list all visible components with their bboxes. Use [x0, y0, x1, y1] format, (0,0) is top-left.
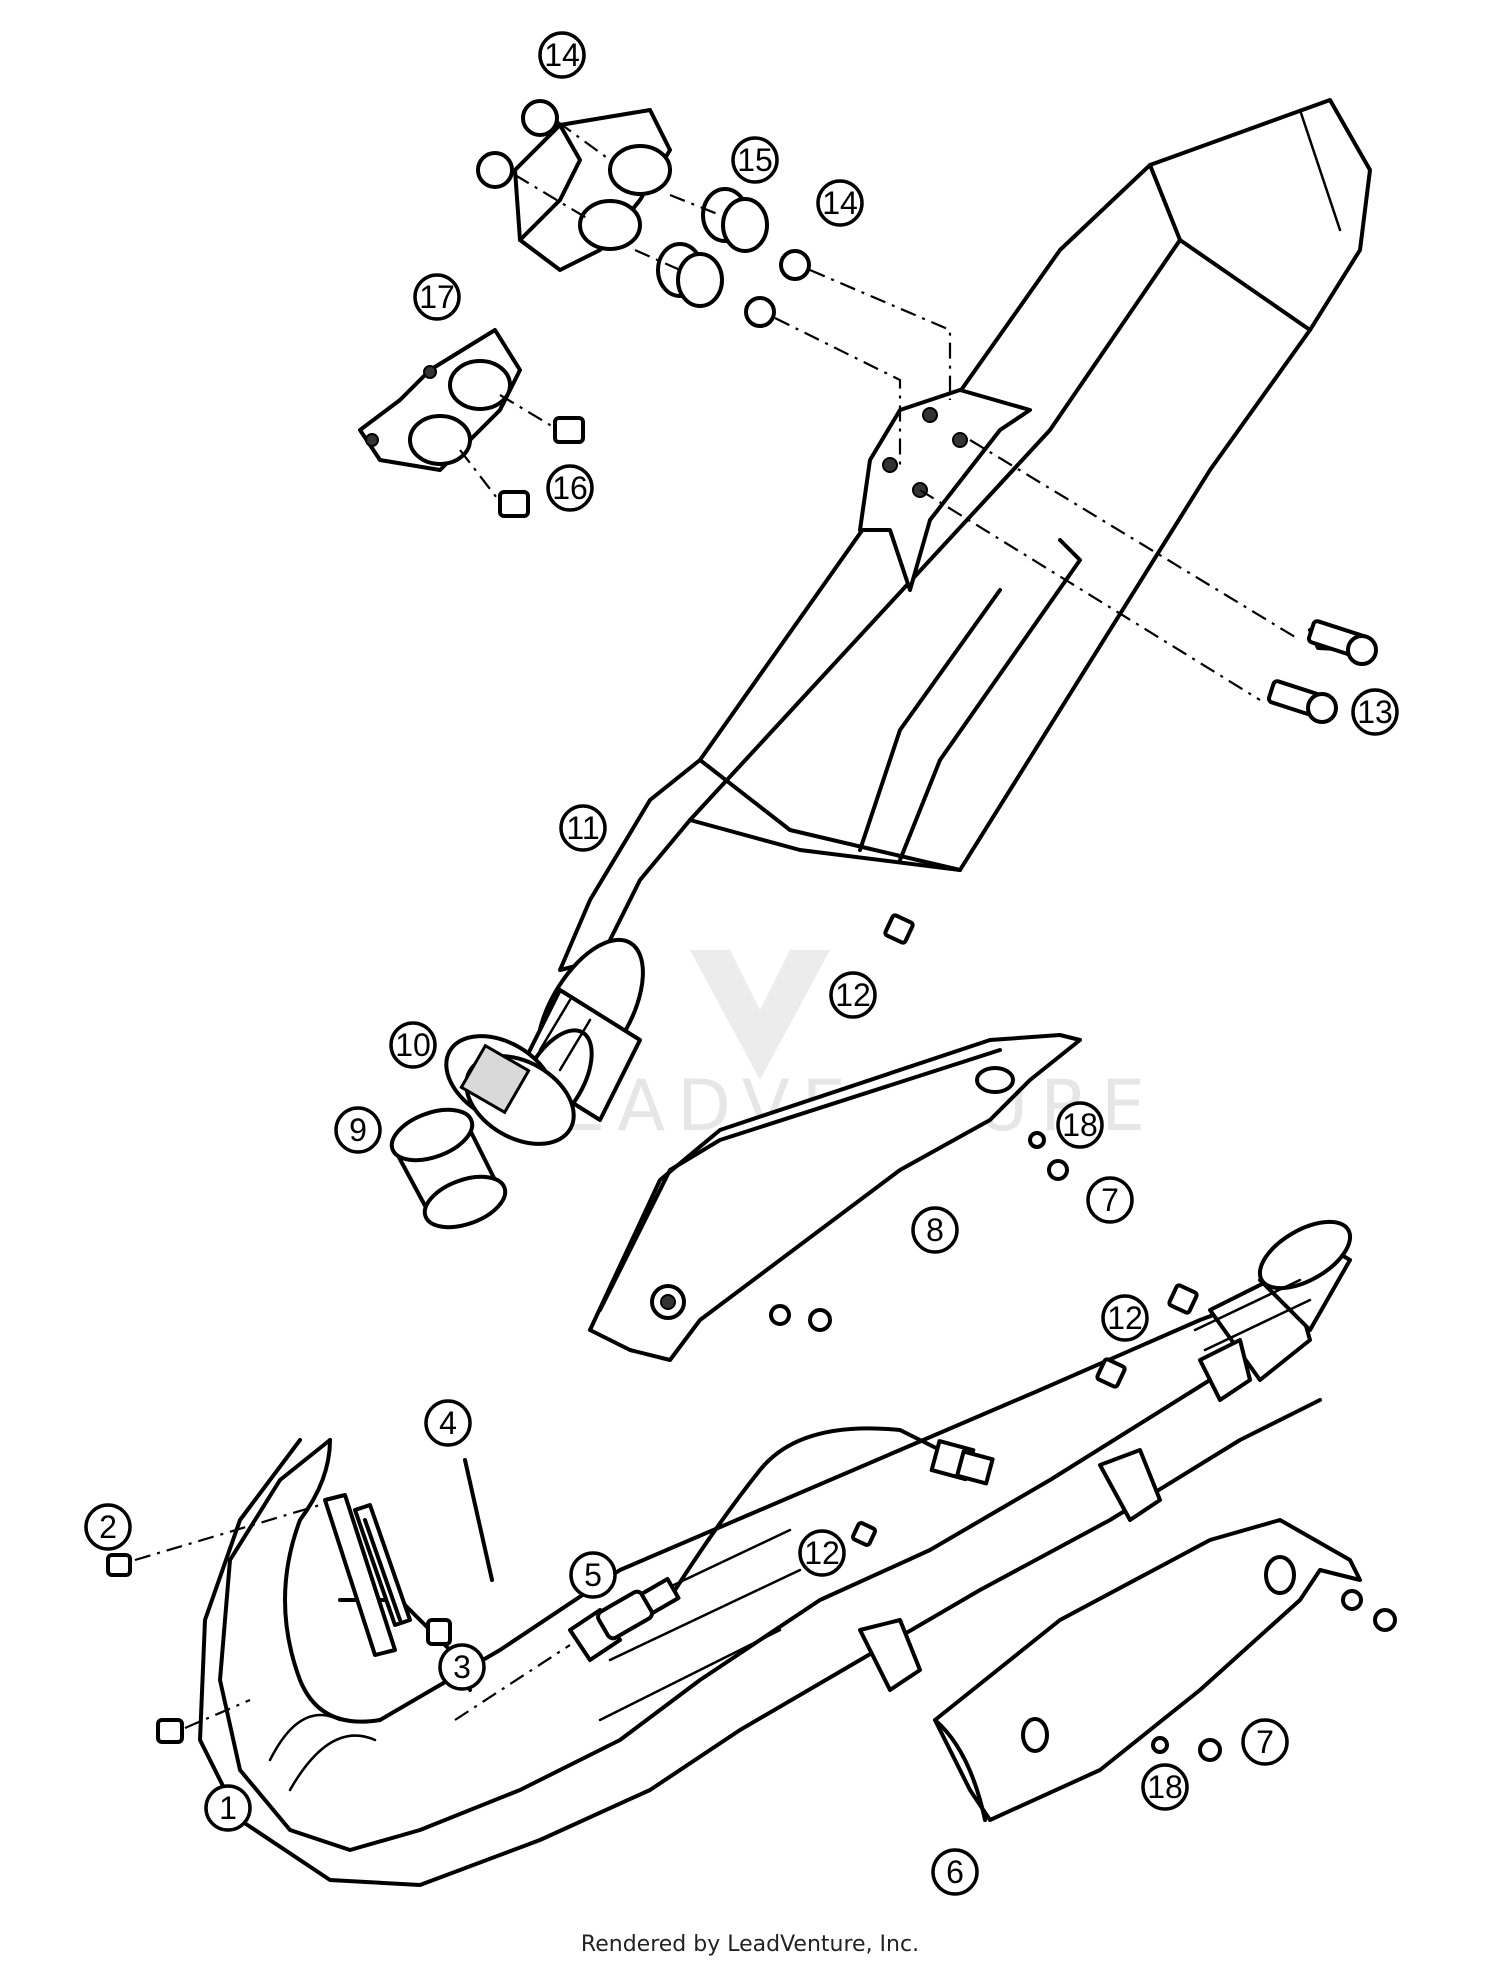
callout-7-lower: 7 [1241, 1718, 1289, 1766]
callout-10: 10 [389, 1021, 437, 1069]
callout-8: 8 [911, 1206, 959, 1254]
muffler [516, 98, 1372, 1132]
svg-text:13: 13 [1357, 694, 1393, 730]
svg-text:5: 5 [584, 1557, 602, 1593]
callout-15: 15 [731, 136, 779, 184]
svg-text:11: 11 [566, 810, 599, 846]
callout-18-lower: 18 [1141, 1763, 1189, 1811]
svg-text:6: 6 [946, 1854, 964, 1890]
callout-17: 17 [413, 273, 461, 321]
header-pipe [198, 1219, 1353, 1887]
callout-14-b: 14 [816, 179, 864, 227]
svg-text:2: 2 [99, 1509, 117, 1545]
callout-12-b: 12 [1101, 1294, 1149, 1342]
svg-text:10: 10 [395, 1027, 431, 1063]
svg-text:12: 12 [804, 1535, 840, 1571]
o2-sensor [454, 1426, 995, 1721]
callout-4: 4 [424, 1399, 472, 1447]
callout-5: 5 [569, 1551, 617, 1599]
svg-text:14: 14 [544, 37, 580, 73]
callout-9: 9 [334, 1106, 382, 1154]
callout-14-a: 14 [538, 31, 586, 79]
heat-shield-lower [933, 1518, 1397, 1822]
callout-11: 11 [559, 804, 607, 852]
callout-7-upper: 7 [1086, 1176, 1134, 1224]
svg-text:8: 8 [926, 1212, 944, 1248]
hanger-bracket-upper [476, 99, 672, 272]
svg-text:12: 12 [835, 977, 871, 1013]
callout-13: 13 [1351, 688, 1399, 736]
svg-text:14: 14 [822, 185, 858, 221]
svg-text:4: 4 [439, 1405, 457, 1441]
muffler-bracket [858, 388, 1032, 592]
gasket [389, 1107, 508, 1230]
hanger-bracket-lower [358, 328, 585, 518]
svg-text:16: 16 [552, 470, 588, 506]
svg-text:12: 12 [1107, 1300, 1143, 1336]
callout-2: 2 [84, 1503, 132, 1551]
clamp [444, 1034, 576, 1146]
flange-gasket [106, 1458, 494, 1744]
callout-18-upper: 18 [1056, 1101, 1104, 1149]
svg-text:9: 9 [349, 1112, 367, 1148]
callout-6: 6 [931, 1848, 979, 1896]
svg-text:7: 7 [1256, 1724, 1274, 1760]
svg-text:18: 18 [1147, 1769, 1183, 1805]
heat-shield-upper [588, 1033, 1082, 1362]
nut-clips [851, 913, 1199, 1547]
muffler-bolts [919, 439, 1378, 724]
svg-text:17: 17 [419, 279, 455, 315]
callout-1: 1 [204, 1784, 252, 1832]
callout-3: 3 [438, 1643, 486, 1691]
callout-16: 16 [546, 464, 594, 512]
svg-text:15: 15 [737, 142, 773, 178]
svg-text:7: 7 [1101, 1182, 1119, 1218]
svg-text:3: 3 [453, 1649, 471, 1685]
grommets [634, 187, 952, 470]
svg-text:18: 18 [1062, 1107, 1098, 1143]
callout-12-c: 12 [798, 1529, 846, 1577]
footer-credit: Rendered by LeadVenture, Inc. [580, 1932, 920, 1957]
callout-12-a: 12 [829, 971, 877, 1019]
svg-text:1: 1 [219, 1790, 237, 1826]
